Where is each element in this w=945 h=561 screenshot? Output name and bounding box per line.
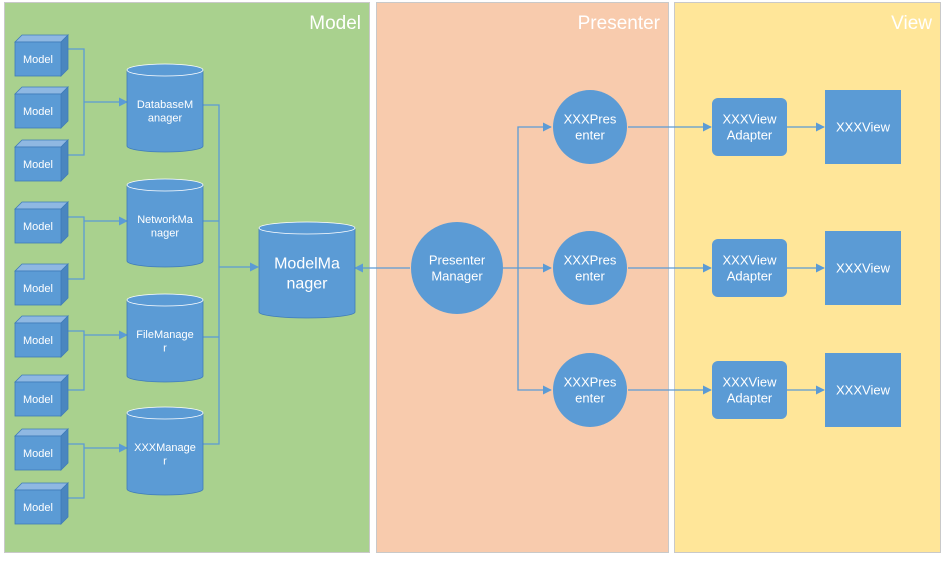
connector-arrow [517,268,552,395]
model-cube: Model [14,374,69,417]
model-cube-label: Model [23,394,53,406]
model-cube: Model [14,34,69,77]
bus-line [68,216,85,280]
model-cube-label: Model [23,283,53,295]
presenter-node: XXXPres enter [553,90,627,164]
network-manager-label: NetworkMa [137,214,194,226]
model-cube: Model [14,482,69,525]
model-cube: Model [14,201,69,244]
view-adapter-label: XXXView [723,111,778,126]
model-cube: Model [14,315,69,358]
connector-arrow [517,122,552,268]
model-cube: Model [14,428,69,471]
presenter-manager-label: Manager [431,269,483,284]
view-node: XXXView [825,353,901,427]
model-manager-label: ModelMa [274,256,340,273]
view-adapter-label: Adapter [727,128,773,143]
view-node-label: XXXView [836,261,891,276]
view-adapter-label: Adapter [727,391,773,406]
presenter-lane-title: Presenter [577,13,660,34]
connectors [68,48,825,499]
view-node: XXXView [825,90,901,164]
presenter-node-label: XXXPres [564,111,617,126]
file-manager-label: FileManage [136,329,193,341]
database-manager-label: anager [148,113,183,125]
presenter-node: XXXPres enter [553,353,627,427]
bus-line [203,104,220,445]
model-manager: ModelMa nager [258,221,356,319]
bus-line [68,443,85,499]
model-cube-label: Model [23,502,53,514]
model-manager-label: nager [287,276,329,293]
view-lane-title: View [891,13,932,34]
model-cube: Model [14,263,69,306]
presenter-node-label: XXXPres [564,374,617,389]
database-manager-label: DatabaseM [137,99,193,111]
model-cube-label: Model [23,448,53,460]
model-cube-label: Model [23,159,53,171]
presenter-node: XXXPres enter [553,231,627,305]
bus-line [68,330,85,391]
model-cube: Model [14,139,69,182]
xxx-manager: XXXManage r [126,406,204,496]
model-cube-label: Model [23,106,53,118]
view-adapter-label: Adapter [727,269,773,284]
view-adapter-label: XXXView [723,252,778,267]
view-node-label: XXXView [836,383,891,398]
network-manager-label: nager [151,228,179,240]
presenter-node-label: enter [575,269,605,284]
view-node-label: XXXView [836,120,891,135]
model-cube-label: Model [23,335,53,347]
view-node: XXXView [825,231,901,305]
presenter-node-label: XXXPres [564,252,617,267]
bus-line [68,48,85,156]
nodes: ModelModelModelModelModelModelModelModel… [14,34,901,525]
model-cube: Model [14,86,69,129]
xxx-manager-label: XXXManage [134,442,196,454]
xxx-manager-label: r [163,456,167,468]
model-lane-title: Model [309,13,361,34]
model-cube-label: Model [23,221,53,233]
network-manager: NetworkMa nager [126,178,204,268]
database-manager: DatabaseM anager [126,63,204,153]
model-cube-label: Model [23,54,53,66]
presenter-node-label: enter [575,128,605,143]
view-adapter-label: XXXView [723,374,778,389]
presenter-node-label: enter [575,391,605,406]
presenter-manager-label: Presenter [429,252,486,267]
file-manager-label: r [163,343,167,355]
file-manager: FileManage r [126,293,204,383]
